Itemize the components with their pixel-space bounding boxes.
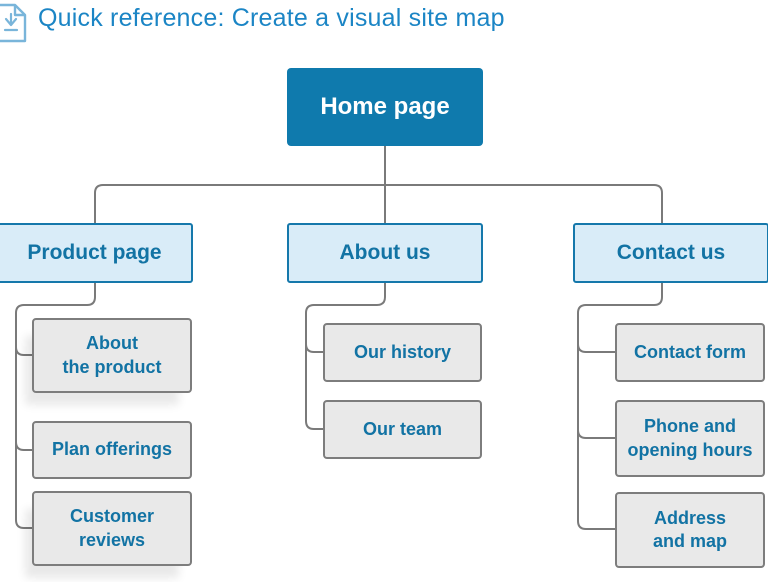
sitemap-node-product-page: Product page: [0, 223, 193, 283]
page-title: Quick reference: Create a visual site ma…: [38, 4, 505, 32]
sitemap-node-our-team: Our team: [323, 400, 482, 459]
sitemap-node-plan-offerings: Plan offerings: [32, 421, 192, 479]
header: Quick reference: Create a visual site ma…: [0, 0, 768, 48]
sitemap-node-address-and-map: Address and map: [615, 492, 765, 568]
sitemap-node-about-the-product: About the product: [32, 318, 192, 393]
document-download-icon: [0, 2, 30, 44]
sitemap-node-phone-and-opening-hours: Phone and opening hours: [615, 400, 765, 477]
sitemap-node-customer-reviews: Customer reviews: [32, 491, 192, 566]
sitemap-node-our-history: Our history: [323, 323, 482, 382]
sitemap-node-contact-form: Contact form: [615, 323, 765, 382]
sitemap-node-contact-us: Contact us: [573, 223, 768, 283]
sitemap-node-about-us: About us: [287, 223, 483, 283]
sitemap-node-home-page: Home page: [287, 68, 483, 146]
